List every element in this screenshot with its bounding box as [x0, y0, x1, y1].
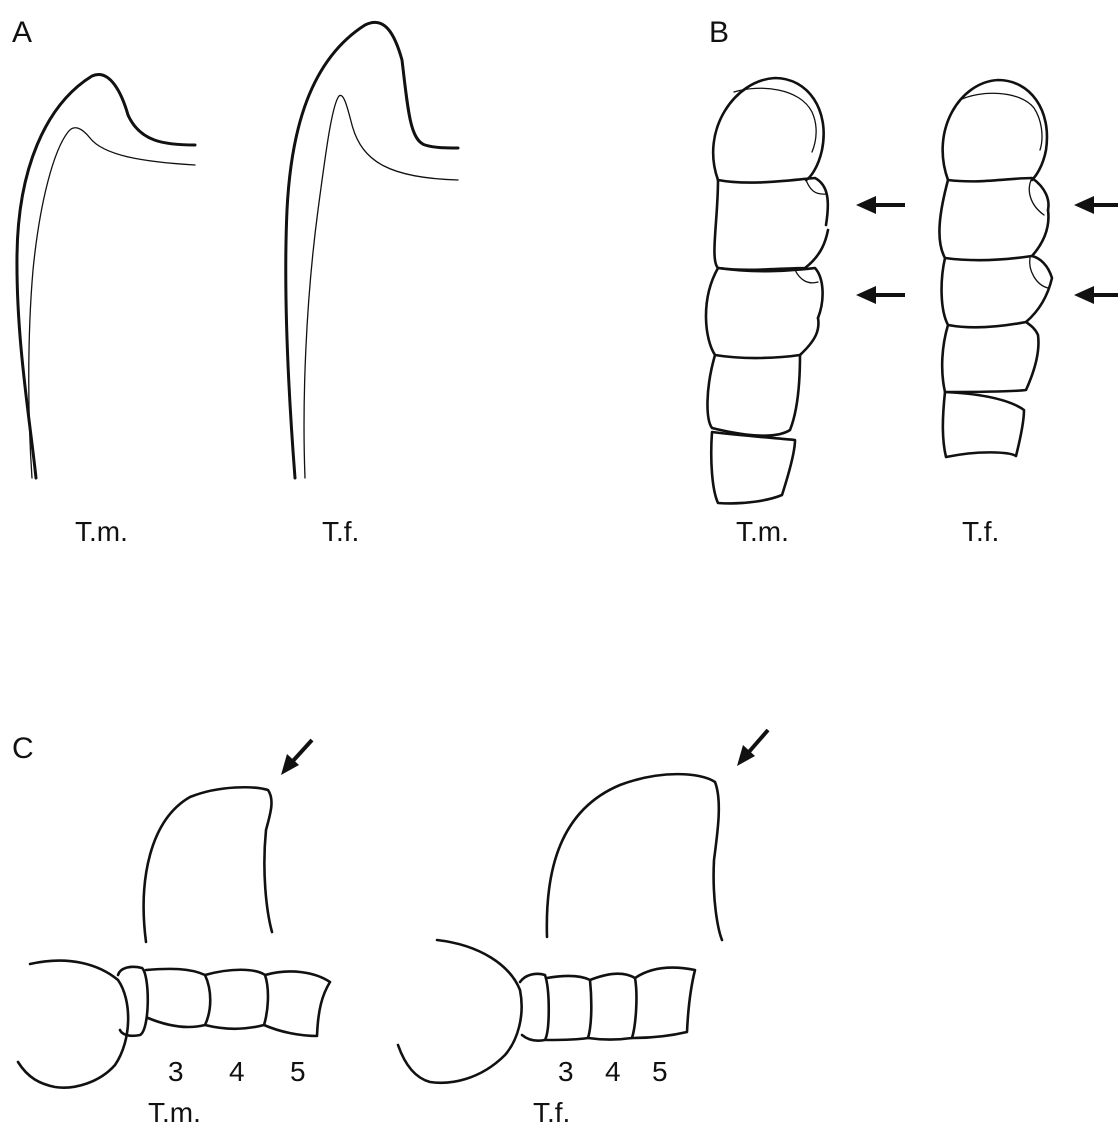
- panel-b-right-arrow-upper: [1074, 196, 1118, 214]
- panel-c-left-number-4: 4: [229, 1056, 245, 1087]
- panel-c-right-number-4: 4: [605, 1056, 621, 1087]
- panel-b-left-arrow-upper: [856, 196, 905, 214]
- panel-b: B T.m.: [706, 16, 1118, 547]
- panel-c-right-structure: [398, 730, 768, 1083]
- panel-a-left-structure: [17, 75, 195, 478]
- panel-b-right-segments: [939, 80, 1052, 457]
- panel-b-right-arrows: [1074, 196, 1118, 304]
- panel-c-letter: C: [12, 732, 34, 765]
- panel-c-left-structure: [18, 740, 330, 1088]
- panel-b-right-arrow-lower: [1074, 286, 1118, 304]
- panel-c-right-caption: T.f.: [533, 1097, 570, 1128]
- panel-c-right-number-3: 3: [558, 1056, 574, 1087]
- panel-c-right-arrow: [737, 730, 768, 766]
- panel-c-right-number-5: 5: [652, 1056, 668, 1087]
- panel-b-left-arrows: [856, 196, 905, 304]
- panel-b-letter: B: [709, 16, 729, 49]
- panel-a: A T.m. T.f.: [12, 16, 458, 547]
- panel-c-left-arrow: [281, 740, 312, 775]
- panel-a-right-caption: T.f.: [322, 516, 359, 547]
- panel-a-right-structure: [286, 22, 458, 478]
- panel-c-left-number-5: 5: [290, 1056, 306, 1087]
- panel-a-left-caption: T.m.: [75, 516, 128, 547]
- panel-b-right-caption: T.f.: [962, 516, 999, 547]
- panel-c-left-caption: T.m.: [148, 1097, 201, 1128]
- panel-c: C 3 4 5 T.m.: [12, 730, 768, 1128]
- panel-b-left-segments: [706, 78, 828, 503]
- panel-a-letter: A: [12, 16, 32, 49]
- panel-c-left-number-3: 3: [168, 1056, 184, 1087]
- panel-b-left-arrow-lower: [856, 286, 905, 304]
- panel-b-left-caption: T.m.: [736, 516, 789, 547]
